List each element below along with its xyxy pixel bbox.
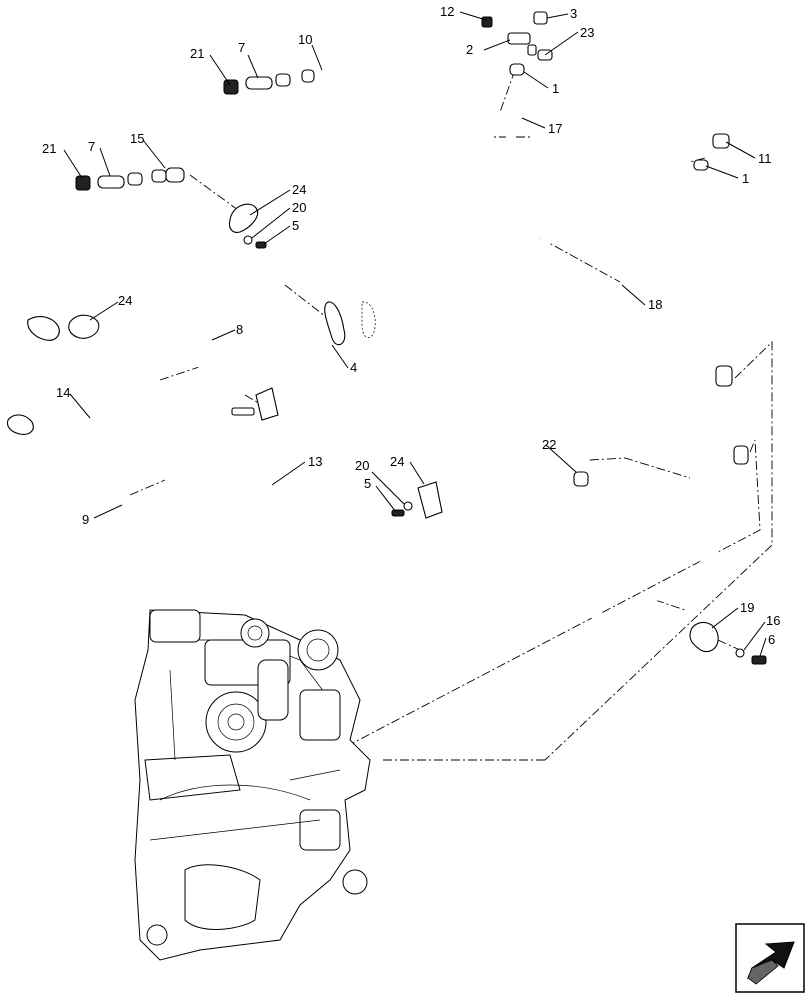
hoses	[24, 68, 777, 649]
hose-15	[166, 168, 694, 285]
callout-14: 14	[56, 385, 70, 400]
tube-7a	[245, 76, 273, 90]
stub-15	[165, 167, 185, 183]
bolt-5b	[391, 509, 405, 517]
hose-13	[51, 331, 730, 569]
clamp-19	[689, 621, 719, 653]
callout-10: 10	[298, 32, 312, 47]
hose-14	[24, 419, 746, 649]
callout-24-lower: 24	[390, 454, 404, 469]
hose-18	[396, 215, 777, 329]
callout-7-lower: 7	[88, 139, 95, 154]
clamp-1a	[509, 63, 525, 76]
callout-9: 9	[82, 512, 89, 527]
fittings	[6, 11, 767, 665]
clamp-1b	[693, 159, 709, 171]
callout-4: 4	[350, 360, 357, 375]
clamp-15	[151, 169, 167, 183]
clamp-10	[301, 69, 315, 83]
clamp-24a	[228, 203, 258, 233]
washer-20b	[403, 501, 413, 511]
fitting-14	[6, 414, 34, 435]
callout-21-upper: 21	[190, 46, 204, 61]
callout-20-upper: 20	[292, 200, 306, 215]
forward-arrow-icon[interactable]	[735, 923, 805, 993]
engine-illustration	[134, 609, 371, 961]
tee-2-stub	[527, 44, 537, 56]
fitting-12	[481, 16, 493, 28]
callout-3: 3	[570, 6, 577, 21]
callout-21-lower: 21	[42, 141, 56, 156]
callout-12: 12	[440, 4, 454, 19]
bolt-5a	[255, 241, 267, 249]
callout-13: 13	[308, 454, 322, 469]
tube-7b	[97, 175, 125, 189]
callout-19: 19	[740, 600, 754, 615]
callout-17: 17	[548, 121, 562, 136]
alignment-lines	[129, 69, 773, 761]
callout-labels: 12 3 2 23 1 21 7 10 17 21 7 15 11 1 24 2…	[42, 4, 780, 647]
callout-5-upper: 5	[292, 218, 299, 233]
callout-16: 16	[766, 613, 780, 628]
fitting-13	[27, 316, 60, 341]
hose-9	[93, 465, 157, 547]
callout-2: 2	[466, 42, 473, 57]
bolt-mid	[231, 407, 255, 416]
callout-18: 18	[648, 297, 662, 312]
clamp-24c	[417, 481, 443, 519]
bolt-6	[751, 655, 767, 665]
connector-21b	[75, 175, 91, 191]
callout-5-lower: 5	[364, 476, 371, 491]
callout-23: 23	[580, 25, 594, 40]
fitting-13-end	[715, 365, 733, 387]
callout-20-lower: 20	[355, 458, 369, 473]
callout-15: 15	[130, 131, 144, 146]
clamp-7b	[127, 172, 143, 186]
callout-8: 8	[236, 322, 243, 337]
elbow-11	[712, 133, 730, 149]
washer-20a	[243, 235, 253, 245]
tee-2	[507, 32, 531, 45]
clamp-4-ghost	[361, 301, 376, 338]
bracket-mid	[255, 387, 279, 421]
clamp-7a	[275, 73, 291, 87]
leader-lines	[63, 11, 767, 657]
connector-21a	[223, 79, 239, 95]
clamp-24b	[68, 314, 100, 339]
callout-11: 11	[758, 151, 772, 166]
fitting-14-end	[733, 445, 749, 465]
hose-8	[169, 321, 229, 395]
washer-16	[735, 648, 745, 658]
hose-10	[313, 68, 499, 188]
fitting-3	[533, 11, 548, 25]
callout-22: 22	[542, 437, 556, 452]
callout-7-upper: 7	[238, 40, 245, 55]
plug-22	[573, 471, 589, 487]
clamp-4	[324, 301, 346, 346]
callout-24-left: 24	[118, 293, 132, 308]
callout-24-upper: 24	[292, 182, 306, 197]
callout-1-right: 1	[742, 171, 749, 186]
hose-17	[504, 95, 531, 205]
callout-1-top: 1	[552, 81, 559, 96]
callout-6: 6	[768, 632, 775, 647]
